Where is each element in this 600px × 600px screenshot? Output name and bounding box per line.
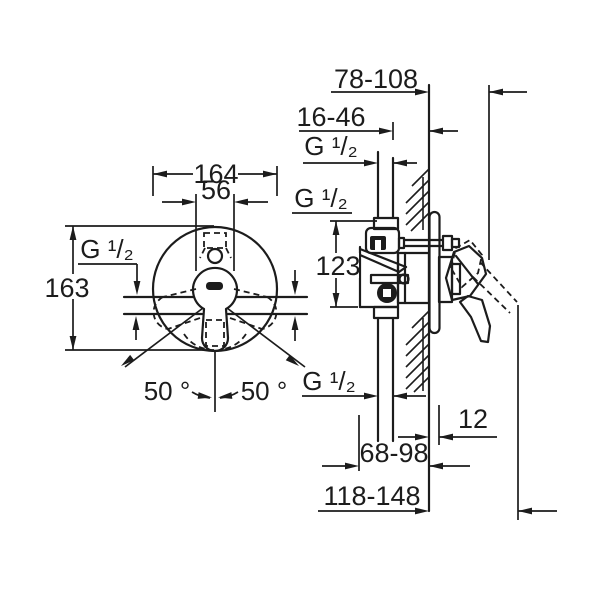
lever-base	[437, 255, 462, 304]
dim-height-163: 163	[44, 225, 214, 351]
dim-label-118-148: 118-148	[323, 481, 420, 511]
thread-label-front: G ¹/₂	[78, 234, 141, 340]
dim-label-12: 12	[458, 404, 488, 434]
dim-width-164: 164	[152, 159, 278, 196]
dim-plate-12: 12	[398, 404, 497, 445]
inlet-port-lines	[122, 295, 309, 316]
swing-angle-rays	[118, 307, 306, 401]
lever-handle-front	[191, 266, 239, 353]
thread-label-mid: G ¹/₂	[292, 183, 352, 214]
dim-cartridge-56: 56	[162, 175, 268, 271]
dim-depth-78-108: 78-108	[331, 64, 527, 96]
angle-label-right: 50 °	[241, 376, 288, 406]
dim-label-163: 163	[44, 273, 89, 303]
dim-label-123: 123	[315, 251, 360, 281]
cartridge-hidden-outline	[199, 232, 232, 347]
mounting-screw-tip	[441, 234, 454, 252]
valve-body	[358, 226, 461, 309]
dim-label-68-98: 68-98	[359, 438, 428, 468]
g-half-label-top: G ¹/₂	[304, 131, 357, 161]
dim-label-164: 164	[193, 159, 238, 189]
handle-swing-dashed	[152, 288, 278, 350]
thread-label-bottom: G ¹/₂	[302, 366, 426, 400]
dim-label-56: 56	[201, 175, 231, 205]
g-half-label-bottom: G ¹/₂	[302, 366, 355, 396]
dim-lever-68-98: 68-98	[322, 415, 470, 471]
side-view: 78-108 16-46 G ¹/₂ G ¹/₂	[292, 64, 557, 520]
dim-recess-16-46: 16-46	[296, 102, 458, 140]
dim-label-16-46: 16-46	[296, 102, 365, 132]
angle-label-left: 50 °	[144, 376, 191, 406]
wall-hatch-top	[405, 168, 430, 232]
handle-slot	[206, 282, 223, 290]
wall-hatch-bottom	[405, 310, 430, 393]
lever-open-dashed	[450, 238, 518, 314]
g-half-label-left: G ¹/₂	[80, 234, 133, 264]
dim-label-78-108: 78-108	[334, 64, 418, 94]
thread-label-top: G ¹/₂	[303, 131, 417, 167]
dim-lever-118-148: 118-148	[318, 481, 557, 515]
dim-body-123: 123	[315, 220, 377, 308]
g-half-label-mid: G ¹/₂	[294, 183, 347, 213]
port-arrows-right	[291, 270, 299, 341]
handle-button	[206, 247, 224, 265]
front-view: 164 56 163 G ¹/₂	[44, 159, 309, 412]
